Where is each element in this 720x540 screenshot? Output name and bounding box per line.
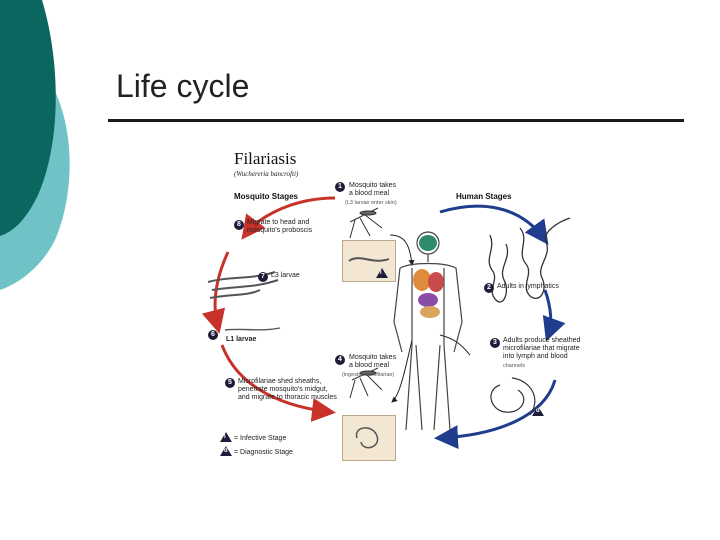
step-1-badge: 1: [335, 182, 345, 192]
human-stages-header: Human Stages: [456, 192, 512, 201]
arrow-mosquito-bottom: [220, 344, 336, 422]
mosquito-bottom: [349, 367, 383, 399]
diagnostic-stage-marker: d: [532, 406, 544, 416]
step-6-badge: 6: [208, 330, 218, 340]
adult-worms: [488, 217, 571, 303]
diagram-subtitle: (Wuchereria bancrofti): [234, 170, 299, 178]
arrow-mosquito-top: [241, 196, 336, 240]
infective-stage-marker: i: [376, 268, 388, 278]
corner-decoration: [0, 0, 70, 290]
step-2-badge: 2: [484, 283, 494, 293]
step-8-badge: 8: [234, 220, 244, 230]
legend-infective-text: = Infective Stage: [234, 435, 287, 442]
step-1-label: Mosquito takes a blood meal: [349, 182, 397, 198]
connector-bite-top: [389, 234, 415, 266]
cycle-arrows: [201, 196, 571, 450]
step-6-label: L1 larvae: [226, 336, 257, 343]
larvae-drawing: [207, 271, 281, 331]
step-5-badge: 5: [225, 378, 235, 388]
organs: [413, 235, 444, 318]
step-4-note: (ingests microfilariae): [342, 372, 395, 378]
arrow-human-mid: [542, 289, 566, 342]
decor-dark-shape: [0, 0, 56, 236]
step-3-badge: 3: [490, 338, 500, 348]
step-7-badge: 7: [258, 272, 268, 282]
arrow-human-top: [439, 204, 549, 245]
step-4-badge: 4: [335, 355, 345, 365]
legend-infective-icon: i: [220, 432, 232, 442]
step-5-label: Microfilariae shed sheaths, penetrate mo…: [238, 378, 337, 402]
life-cycle-diagram: Filariasis (Wuchereria bancrofti) Mosqui…: [200, 140, 600, 470]
microfilariae-inset: [342, 415, 396, 461]
step-2-label: Adults in lymphatics: [497, 283, 559, 290]
mosquito-stages-header: Mosquito Stages: [234, 192, 299, 201]
slide-title: Life cycle: [116, 68, 250, 104]
step-1-note: (L3 larvae enter skin): [345, 200, 397, 206]
step-3-note: channels: [503, 363, 526, 369]
legend-diagnostic-icon: d: [220, 446, 232, 456]
human-figure: [393, 231, 463, 431]
mosquito-top: [349, 207, 383, 239]
step-7-label: L3 larvae: [271, 272, 300, 279]
connector-bite-bottom: [391, 339, 413, 403]
step-3-label: Adults produce sheathed microfilariae th…: [503, 337, 581, 361]
diagram-title: Filariasis: [234, 149, 297, 168]
legend-diagnostic-text: = Diagnostic Stage: [234, 449, 293, 456]
arrow-human-bottom: [434, 379, 557, 450]
title-underline: [108, 119, 684, 122]
step-4-label: Mosquito takes a blood meal: [349, 354, 397, 370]
step-8-label: Migrate to head and mosquito's proboscis: [247, 219, 313, 235]
microfilariae-drawing: [490, 377, 536, 416]
arrow-mosquito-mid: [201, 251, 230, 334]
